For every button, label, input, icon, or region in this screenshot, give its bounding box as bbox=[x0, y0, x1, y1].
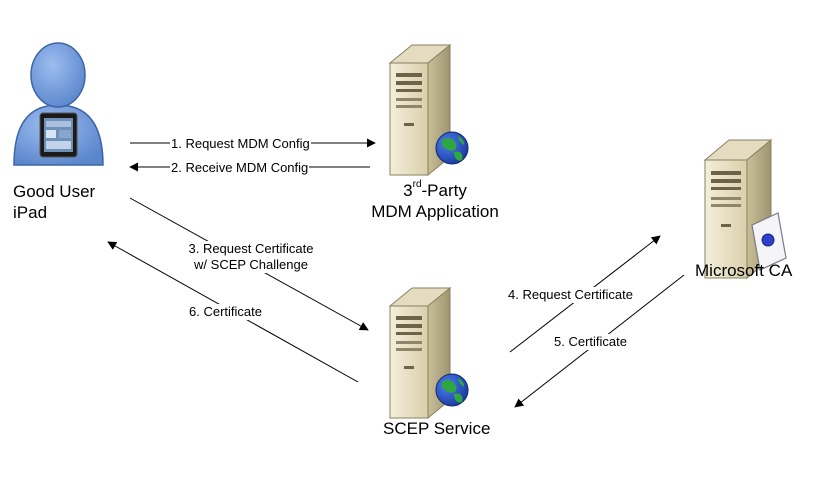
arrow-5-label: 5. Certificate bbox=[553, 334, 628, 350]
mdm-label-line1: 3rd-Party bbox=[360, 180, 510, 201]
arrow-6-label: 6. Certificate bbox=[188, 304, 263, 320]
scep-server-icon bbox=[388, 286, 452, 420]
scep-label: SCEP Service bbox=[383, 419, 491, 438]
arrow-1-label: 1. Request MDM Config bbox=[170, 136, 311, 152]
mdm-label-suffix: -Party bbox=[421, 181, 467, 200]
globe-icon bbox=[435, 373, 469, 407]
arrow-4-label: 4. Request Certificate bbox=[507, 287, 635, 303]
globe-icon bbox=[435, 131, 469, 165]
user-label: Good User iPad bbox=[13, 181, 95, 223]
user-with-ipad-icon bbox=[13, 42, 104, 166]
mdm-label-prefix: 3 bbox=[403, 181, 413, 200]
arrow-2-label: 2. Receive MDM Config bbox=[170, 160, 310, 176]
mdm-label-line2: MDM Application bbox=[371, 202, 499, 221]
mdm-label-superscript: rd bbox=[412, 179, 422, 191]
mdm-label: 3rd-Party MDM Application bbox=[360, 180, 510, 222]
arrow-3-label-line2: w/ SCEP Challenge bbox=[194, 257, 308, 273]
arrow-3-label: 3. Request Certificate w/ SCEP Challenge bbox=[170, 241, 332, 273]
certificate-icon bbox=[751, 212, 787, 271]
ca-label: Microsoft CA bbox=[695, 261, 793, 280]
user-label-line2: iPad bbox=[13, 203, 48, 222]
arrow-3-label-line1: 3. Request Certificate bbox=[188, 241, 314, 257]
mdm-server-icon bbox=[388, 43, 452, 177]
user-label-line1: Good User bbox=[13, 182, 96, 201]
